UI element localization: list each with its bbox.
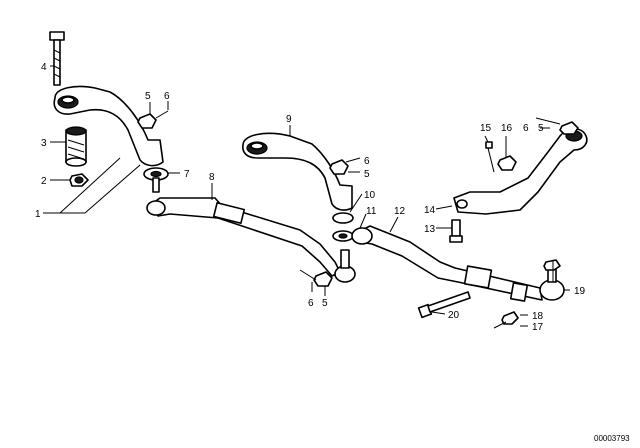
nut-left (69, 173, 89, 187)
callout-18: 18 (532, 311, 544, 322)
callout-3: 3 (41, 138, 47, 149)
idler-arm-left (53, 85, 164, 167)
callout-19: 19 (574, 286, 586, 297)
callout-5-lower: 5 (322, 298, 328, 309)
tie-rod-left (146, 197, 356, 283)
washer-left (143, 167, 169, 193)
callout-6-top-left: 6 (164, 91, 170, 102)
document-number: 00003793 (594, 434, 630, 443)
callout-5-right: 5 (538, 123, 544, 134)
callout-15: 15 (480, 123, 492, 134)
callout-20: 20 (448, 310, 460, 321)
castle-nut-right (535, 117, 579, 135)
bolt-top-left (49, 31, 65, 86)
callout-4: 4 (41, 62, 47, 73)
callout-10: 10 (364, 190, 376, 201)
callout-6-center: 6 (364, 156, 370, 167)
callout-6-lower: 6 (308, 298, 314, 309)
bolt-17-18 (493, 311, 519, 329)
bushing-left (65, 126, 87, 167)
leader-lines (43, 65, 570, 327)
callout-13: 13 (424, 224, 436, 235)
washer-center (332, 212, 354, 242)
callout-16: 16 (501, 123, 513, 134)
callout-6-right: 6 (523, 123, 529, 134)
callout-14: 14 (424, 205, 436, 216)
castle-nut-lower (299, 269, 333, 287)
bolt-20 (417, 291, 471, 319)
callout-labels: 1 2 3 4 5 6 7 8 9 5 6 10 11 12 6 5 15 16… (35, 62, 630, 443)
castle-nut-left (137, 110, 169, 129)
callout-11: 11 (366, 206, 377, 217)
callout-2: 2 (41, 176, 47, 187)
bolt-15 (485, 141, 495, 173)
tie-rod-right (351, 225, 565, 302)
bolt-13 (449, 219, 463, 243)
callout-9: 9 (286, 114, 292, 125)
callout-12: 12 (394, 206, 406, 217)
callout-5-center: 5 (364, 169, 370, 180)
callout-8: 8 (209, 172, 215, 183)
callout-5-top-left: 5 (145, 91, 151, 102)
idler-arm-right (453, 128, 588, 215)
castle-nut-center (329, 157, 361, 175)
callout-7: 7 (184, 169, 190, 180)
callout-1: 1 (35, 209, 41, 220)
callout-17: 17 (532, 322, 544, 333)
nut-16 (497, 155, 517, 171)
